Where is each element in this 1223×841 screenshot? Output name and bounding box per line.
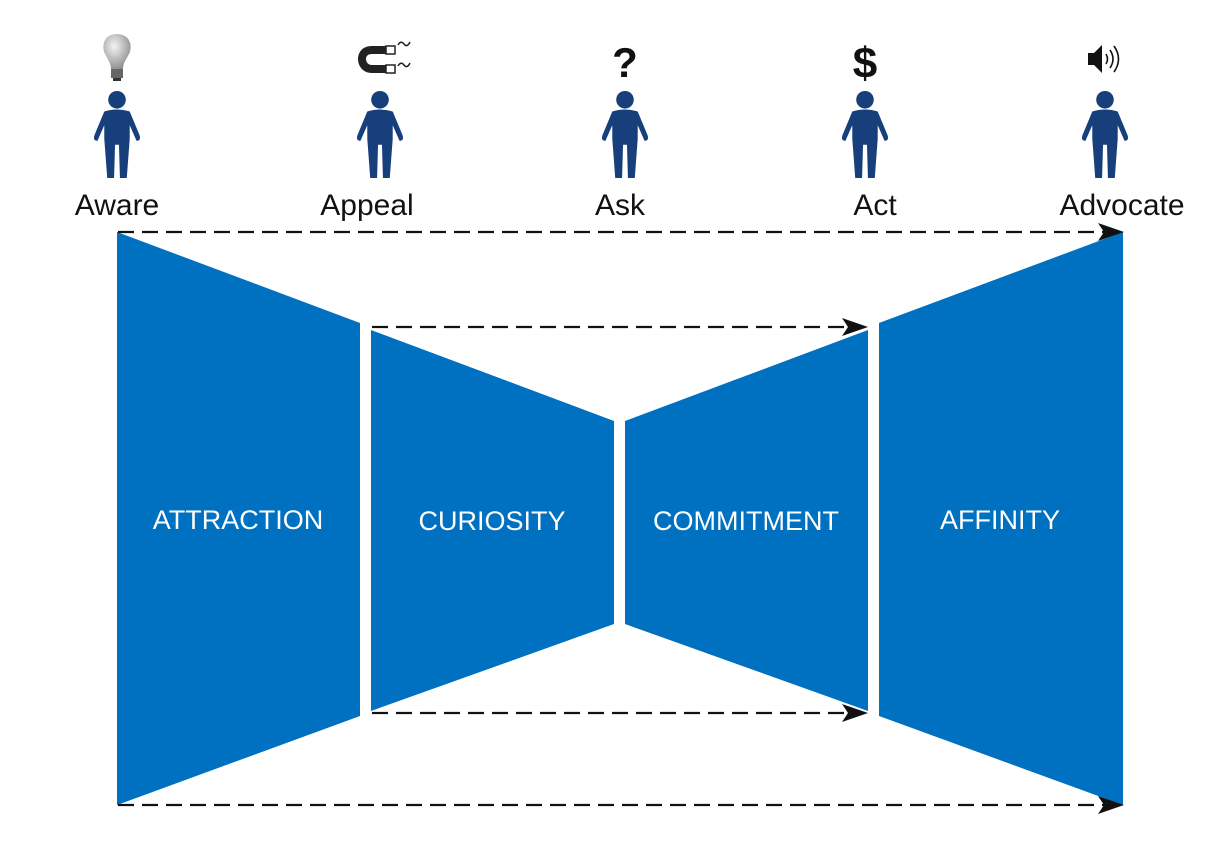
person-icon xyxy=(356,90,404,178)
person-icon xyxy=(841,90,889,178)
phase-shape-curiosity xyxy=(371,330,614,711)
phase-shape-affinity xyxy=(879,232,1123,805)
speaker-icon xyxy=(1088,45,1120,73)
stage-label-aware: Aware xyxy=(75,189,160,222)
person-icon xyxy=(93,90,141,178)
dollar-icon: $ xyxy=(853,39,877,88)
person-icon xyxy=(601,90,649,178)
question-mark-icon: ? xyxy=(612,39,638,86)
phase-label-commitment: COMMITMENT xyxy=(653,506,839,536)
stage-label-appeal: Appeal xyxy=(320,189,413,222)
arrowhead-icon xyxy=(1098,796,1124,814)
magnet-icon xyxy=(358,41,411,74)
arrowhead-icon xyxy=(1098,223,1124,241)
arrowhead-icon xyxy=(842,704,868,722)
phase-label-affinity: AFFINITY xyxy=(940,505,1060,535)
stage-label-act: Act xyxy=(853,189,897,222)
phase-label-curiosity: CURIOSITY xyxy=(418,506,565,536)
phase-shape-commitment xyxy=(625,330,868,711)
arrowhead-icon xyxy=(842,318,868,336)
lightbulb-icon xyxy=(103,34,131,81)
phase-label-attraction: ATTRACTION xyxy=(153,505,324,535)
phase-shape-attraction xyxy=(117,232,360,805)
stage-label-ask: Ask xyxy=(595,189,646,222)
stage-label-advocate: Advocate xyxy=(1059,189,1184,222)
person-icon xyxy=(1081,90,1129,178)
